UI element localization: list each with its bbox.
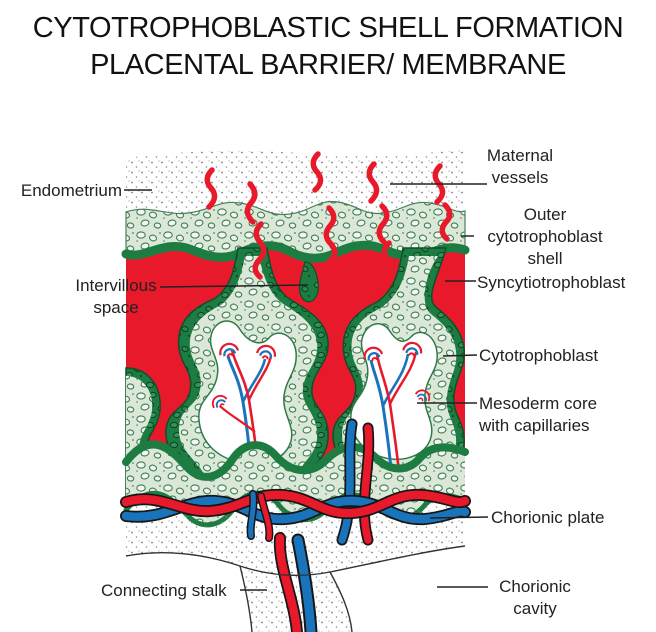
leader-chorionic-plate [429, 516, 489, 519]
label-syncytiotrophoblast: Syncytiotrophoblast [477, 273, 626, 292]
label-intervillous-space: Intervillous space [75, 276, 157, 318]
label-chorionic-cavity: Chorionic cavity [499, 577, 571, 619]
connecting-stalk-vessels [273, 532, 318, 632]
maternal-vessel-squiggles [204, 151, 453, 280]
leader-cytotrophoblast [442, 354, 478, 357]
label-connecting-stalk: Connecting stalk [101, 581, 227, 600]
leader-intervillous-space [159, 284, 309, 288]
chorionic-plate-vessels [120, 418, 471, 632]
label-endometrium: Endometrium [20, 181, 122, 200]
label-cytotrophoblast: Cytotrophoblast [479, 346, 599, 365]
title-line1: CYTOTROPHOBLASTIC SHELL FORMATION [32, 12, 624, 44]
chorionic-cavity-boundary [125, 545, 466, 632]
anchoring-villus-left [165, 247, 329, 507]
label-maternal-vessels: Maternal vessels [486, 146, 554, 188]
page-title: CYTOTROPHOBLASTIC SHELL FORMATION PLACEN… [0, 10, 656, 84]
leader-lines [124, 183, 489, 591]
label-mesoderm-core: Mesoderm core with capillaries [479, 394, 598, 436]
title-line2: PLACENTAL BARRIER/ MEMBRANE [90, 49, 566, 81]
label-outer-cytotrophoblast-shell: Outer cytotrophoblast shell [487, 205, 603, 269]
label-chorionic-plate: Chorionic plate [491, 508, 605, 527]
